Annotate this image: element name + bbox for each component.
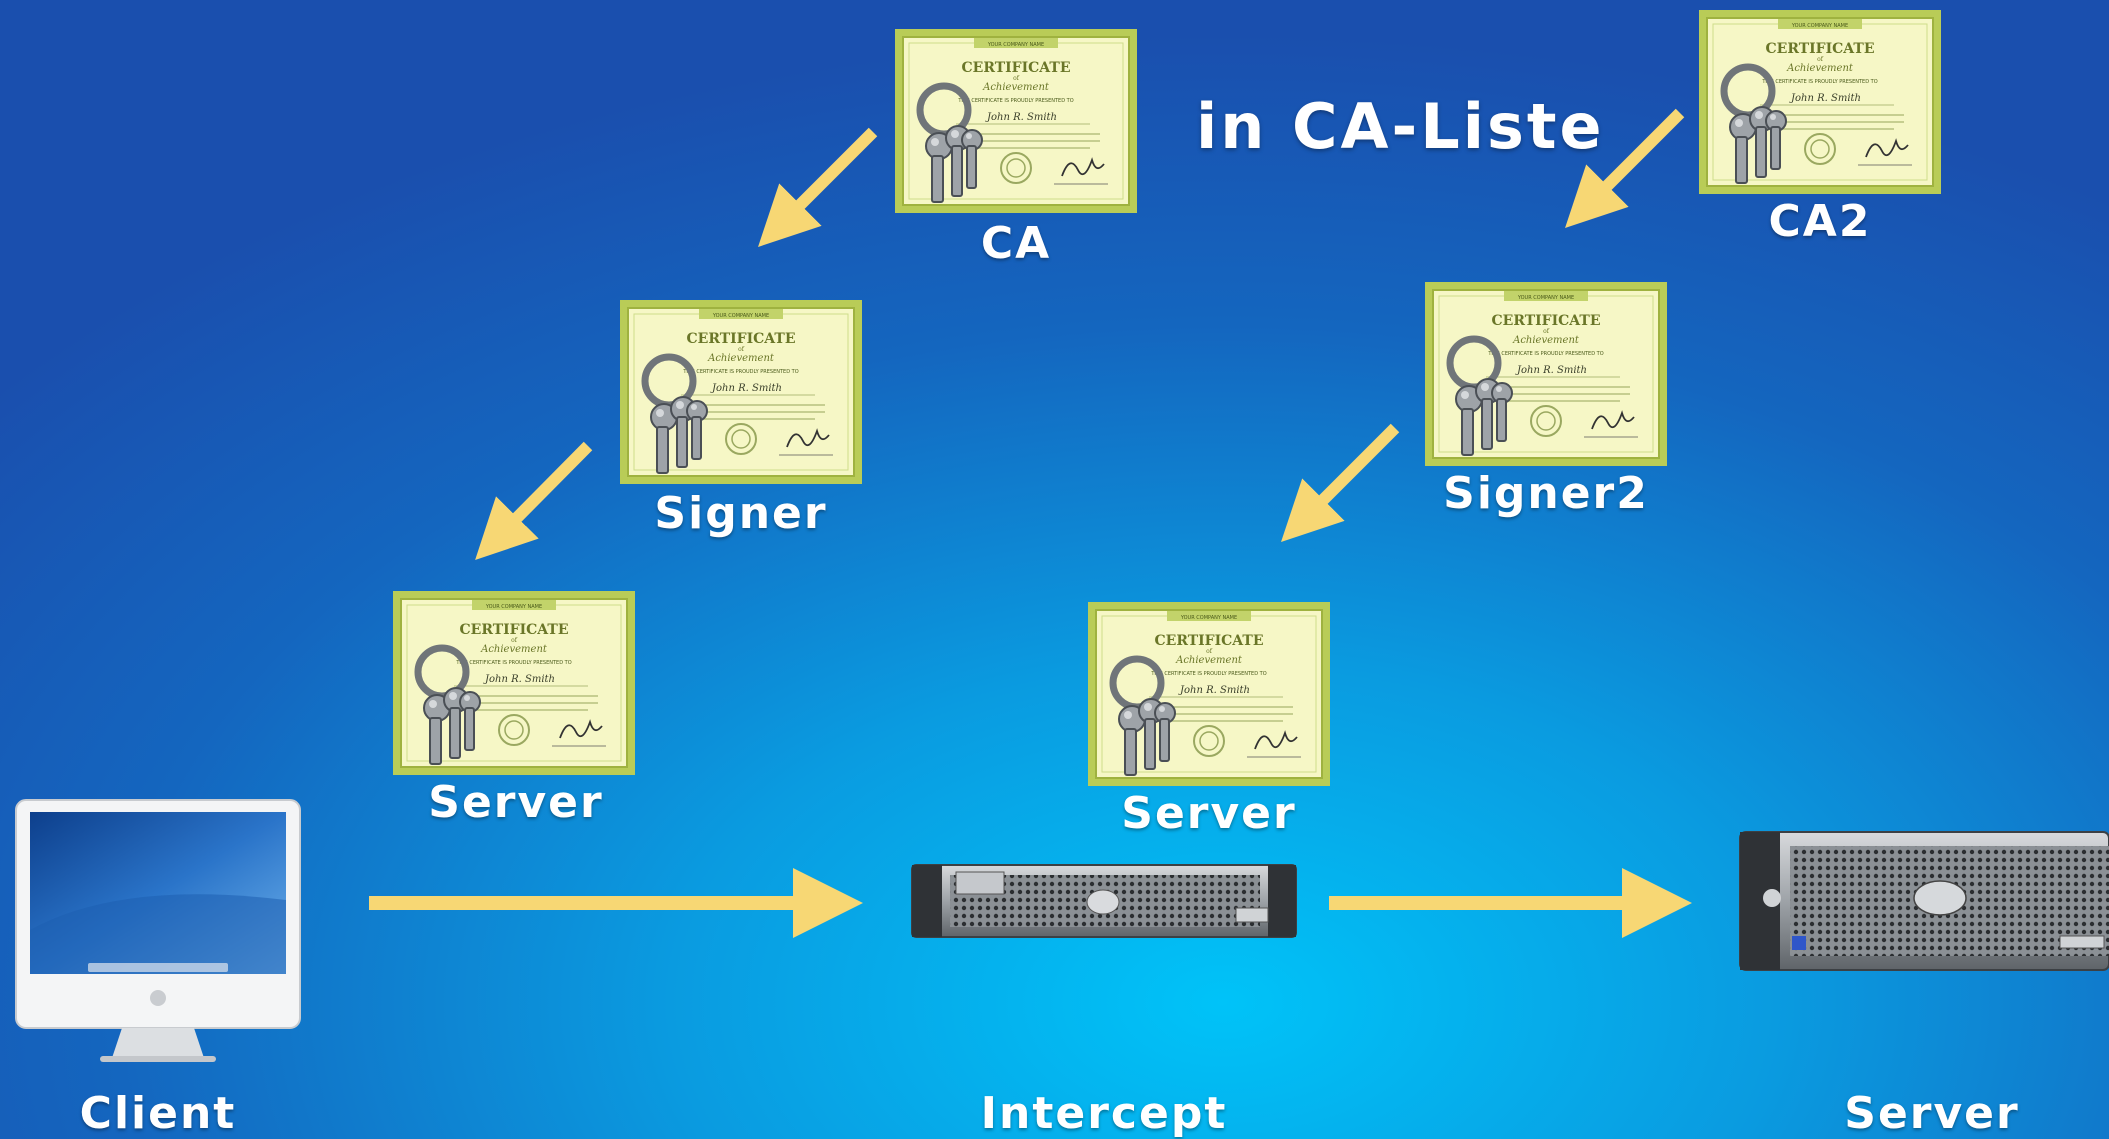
svg-text:Achievement: Achievement: [1786, 63, 1854, 74]
svg-text:of: of: [1817, 56, 1824, 63]
ca-certificate-icon: YOUR COMPANY NAME CERTIFICATE of Achieve…: [894, 28, 1138, 214]
svg-text:Achievement: Achievement: [480, 644, 548, 655]
svg-text:John R. Smith: John R. Smith: [710, 383, 782, 394]
svg-text:THIS CERTIFICATE IS PROUDLY PR: THIS CERTIFICATE IS PROUDLY PRESENTED TO: [682, 369, 798, 375]
arrow-ca-to-signer: [758, 127, 878, 247]
svg-text:CERTIFICATE: CERTIFICATE: [1155, 633, 1264, 649]
svg-text:CERTIFICATE: CERTIFICATE: [962, 60, 1071, 76]
svg-text:CERTIFICATE: CERTIFICATE: [687, 331, 796, 347]
svg-text:John R. Smith: John R. Smith: [985, 112, 1057, 123]
svg-text:John R. Smith: John R. Smith: [1789, 93, 1861, 104]
svg-text:THIS CERTIFICATE IS PROUDLY PR: THIS CERTIFICATE IS PROUDLY PRESENTED TO: [1150, 671, 1266, 677]
signer2-certificate-icon: YOUR COMPANY NAME CERTIFICATE of Achieve…: [1424, 281, 1668, 467]
ca-list-title: in CA-Liste: [1196, 90, 1605, 163]
server-cert-left-label: Server: [428, 777, 604, 828]
svg-text:John R. Smith: John R. Smith: [1515, 365, 1587, 376]
svg-text:YOUR COMPANY NAME: YOUR COMPANY NAME: [1180, 615, 1237, 621]
server-cert-right-label: Server: [1121, 788, 1297, 839]
svg-text:Achievement: Achievement: [982, 82, 1050, 93]
ca2-label: CA2: [1768, 196, 1872, 247]
client-label: Client: [79, 1088, 237, 1139]
svg-text:THIS CERTIFICATE IS PROUDLY PR: THIS CERTIFICATE IS PROUDLY PRESENTED TO: [957, 98, 1073, 104]
svg-text:of: of: [1013, 75, 1020, 82]
svg-text:THIS CERTIFICATE IS PROUDLY PR: THIS CERTIFICATE IS PROUDLY PRESENTED TO: [1487, 351, 1603, 357]
signer-label: Signer: [654, 488, 828, 539]
svg-text:of: of: [738, 346, 745, 353]
svg-text:Achievement: Achievement: [1512, 335, 1580, 346]
ca2-certificate-icon: YOUR COMPANY NAME CERTIFICATE of Achieve…: [1698, 9, 1942, 195]
svg-text:CERTIFICATE: CERTIFICATE: [460, 622, 569, 638]
svg-text:of: of: [511, 637, 518, 644]
svg-text:YOUR COMPANY NAME: YOUR COMPANY NAME: [1517, 295, 1574, 301]
svg-text:John R. Smith: John R. Smith: [483, 674, 555, 685]
svg-text:THIS CERTIFICATE IS PROUDLY PR: THIS CERTIFICATE IS PROUDLY PRESENTED TO: [455, 660, 571, 666]
destination-server-icon: [1739, 831, 2109, 971]
svg-text:YOUR COMPANY NAME: YOUR COMPANY NAME: [1791, 23, 1848, 29]
svg-text:John R. Smith: John R. Smith: [1178, 685, 1250, 696]
client-computer-icon: [15, 799, 301, 1062]
intercept-label: Intercept: [980, 1088, 1228, 1139]
ca-label: CA: [980, 218, 1052, 269]
arrow-signer-to-server-left: [475, 441, 593, 561]
svg-text:Achievement: Achievement: [1175, 655, 1243, 666]
svg-text:YOUR COMPANY NAME: YOUR COMPANY NAME: [485, 604, 542, 610]
server-certificate-left-icon: YOUR COMPANY NAME CERTIFICATE of Achieve…: [392, 590, 636, 776]
svg-text:YOUR COMPANY NAME: YOUR COMPANY NAME: [712, 313, 769, 319]
arrow-signer2-to-server-right: [1281, 423, 1400, 542]
svg-text:CERTIFICATE: CERTIFICATE: [1766, 41, 1875, 57]
svg-text:of: of: [1543, 328, 1550, 335]
svg-text:CERTIFICATE: CERTIFICATE: [1492, 313, 1601, 329]
intercept-server-icon: [911, 864, 1297, 938]
server-certificate-right-icon: YOUR COMPANY NAME CERTIFICATE of Achieve…: [1087, 601, 1331, 787]
svg-text:of: of: [1206, 648, 1213, 655]
server-label: Server: [1844, 1088, 2020, 1139]
signer2-label: Signer2: [1443, 468, 1649, 519]
svg-text:YOUR COMPANY NAME: YOUR COMPANY NAME: [987, 42, 1044, 48]
svg-text:THIS CERTIFICATE IS PROUDLY PR: THIS CERTIFICATE IS PROUDLY PRESENTED TO: [1761, 79, 1877, 85]
svg-text:Achievement: Achievement: [707, 353, 775, 364]
signer-certificate-icon: YOUR COMPANY NAME CERTIFICATE of Achieve…: [619, 299, 863, 485]
